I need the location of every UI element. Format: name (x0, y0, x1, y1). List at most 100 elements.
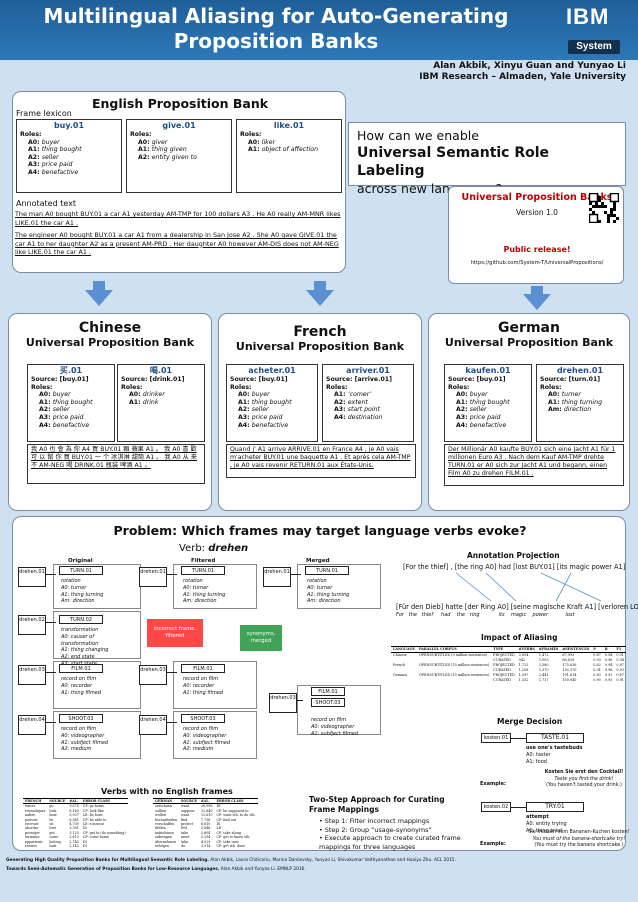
question-line-2: Universal Semantic Role Labeling (357, 145, 550, 179)
role-line: A1: thing filmed (183, 689, 224, 696)
role-line: A0: buyer (230, 391, 314, 399)
role-line: Am: direction (183, 598, 217, 605)
role-line: A0: turner (540, 391, 620, 399)
ref1-rest: Alan Akbik, Laura Chiticariu, Marina Dan… (210, 858, 456, 863)
role-key: Am: (548, 406, 564, 414)
table-cell: 0.91 (593, 668, 601, 672)
french-subtitle: Universal Proposition Bank (235, 340, 405, 353)
merge2-gloss: You must of the banana-shortcake try! (532, 836, 626, 842)
projection-alignment-lines (455, 572, 602, 602)
role-line: A2: seller (230, 406, 314, 414)
table-cell: rentrer (25, 844, 38, 849)
role-line: attempt (526, 814, 549, 820)
table-cell: terminer (25, 835, 40, 840)
table-header-cell: #FRAMES (536, 646, 561, 653)
merged-group-2 (297, 685, 381, 735)
role-key: A4: (238, 421, 252, 429)
role-desc: giver (151, 138, 168, 146)
table-cell: get (49, 830, 55, 835)
role-desc: thing given (151, 146, 187, 154)
frame-film-merged: FILM.01 (311, 687, 345, 696)
role-line: record on film (61, 676, 97, 682)
table-cell: French (393, 663, 406, 667)
role-line: A1: ‘comer’ (326, 391, 410, 399)
connector-line (167, 672, 177, 673)
table-cell: belong (49, 839, 61, 844)
role-key: A0: (129, 391, 143, 399)
upb-url-link[interactable]: https://github.com/System-T/UniversalPro… (470, 260, 604, 266)
table-cell: CP: get to know sth. (216, 835, 251, 840)
table-cell: tenter (25, 804, 36, 809)
merge2-translation: (You must try the banana shortcake.) (534, 843, 624, 848)
table-cell: 0.92 (604, 673, 613, 677)
table-cell: 2,580 (538, 663, 549, 667)
table-cell: 0.87 (616, 663, 624, 667)
ref2-rest: Alan Akbik and Yunyao Li. EMNLP 2016. (220, 867, 306, 872)
role-desc: direction (563, 406, 592, 414)
table-cell: CP: come home (82, 835, 109, 840)
table-header-cell: ERROR CLASS (214, 797, 258, 805)
table-cell: 8,160 (69, 808, 79, 813)
title-line-1: Multilingual Aliasing for Auto-Generatin… (43, 4, 509, 28)
role-line: A3: price paid (448, 414, 528, 422)
table-cell: come (49, 835, 59, 840)
ibm-logo: IBM (566, 6, 622, 28)
role-desc: benefactive (52, 421, 90, 429)
table-header-cell: GERMAN (153, 797, 179, 805)
role-desc: seller (41, 153, 59, 161)
frame-name: like.01 (273, 121, 305, 130)
col-merged: Merged (306, 558, 330, 564)
role-line: A2: end state (61, 654, 95, 661)
role-desc: drinker (142, 391, 165, 399)
role-line: A2: seller (448, 406, 528, 414)
table-cell: 3,914 (200, 844, 211, 849)
table-cell: proroger (25, 830, 40, 835)
role-line: A3: start point (326, 406, 410, 414)
role-line: A1: subfject filmed (311, 730, 359, 737)
role-line: A0: liker (240, 139, 338, 147)
role-line: A1: thing given (130, 146, 228, 154)
frame-name: arriver.01 (346, 366, 390, 375)
role-desc: price paid (52, 413, 84, 421)
table-cell: 12,849 (200, 808, 213, 813)
table-cell: LE: s'asseoir (82, 822, 105, 827)
role-line: A1: thing changing (61, 647, 109, 654)
role-desc: thing turning (561, 398, 602, 406)
table-cell: 5,604 (200, 830, 211, 835)
projection-gloss: For the thief had the ring its magic pow… (396, 612, 575, 618)
table-cell: 175,636 (562, 663, 577, 667)
table-cell: zubringen (155, 835, 172, 840)
table-cell: 942 (518, 658, 526, 662)
frame-shoot-filtered: SHOOT.03 (181, 714, 225, 723)
frame-shoot-merged: SHOOT.03 (311, 698, 345, 707)
role-line: A4: benefactive (448, 422, 528, 430)
table-cell: go (49, 804, 54, 809)
role-desc: start point (347, 406, 380, 414)
table-cell: CP: be supposed to (216, 808, 249, 813)
role-line: A3: price paid (230, 414, 314, 422)
verb-box-original: drehen.02 (18, 615, 46, 635)
role-key: A2: (238, 406, 252, 414)
role-key: A1: (334, 391, 348, 399)
table-cell: protect (180, 822, 194, 827)
table-cell: 2,143 (69, 844, 79, 849)
reference-1: Generating High Quality Proposition Bank… (6, 856, 638, 865)
original-group-4 (53, 711, 141, 759)
role-line: A1: object of affection (240, 146, 338, 154)
arrow-to-chinese (85, 290, 113, 306)
table-cell: want (180, 804, 190, 809)
merge1-example-label: Example: (480, 781, 506, 787)
role-line: A0: recorder (183, 682, 215, 689)
table-header-cell: PARALLEL CORPUS (416, 646, 492, 653)
frame-name: kaufen.01 (465, 366, 511, 375)
verb-box-merged: drehen.03 (269, 693, 297, 713)
